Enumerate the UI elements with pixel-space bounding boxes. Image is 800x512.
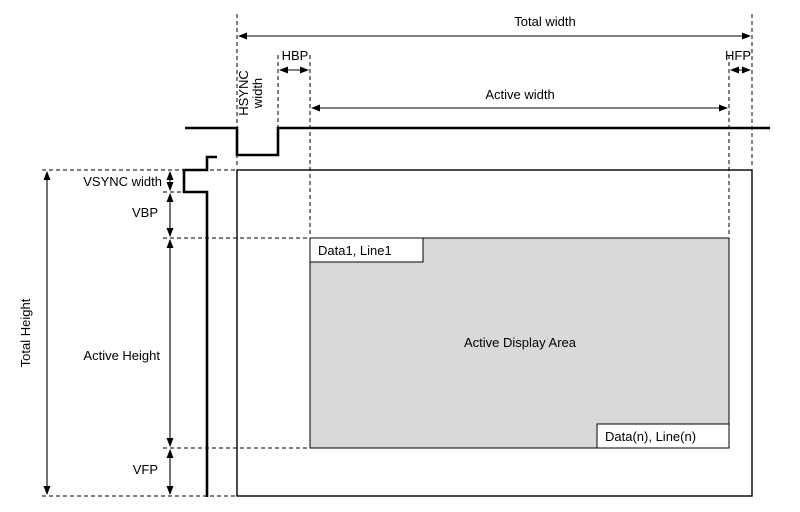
vbp-label: VBP xyxy=(132,205,158,220)
hsync-width-label-line1: HSYNC xyxy=(236,70,251,116)
total-width-label: Total width xyxy=(514,14,575,29)
total-height-label: Total Height xyxy=(18,298,33,367)
first-data-label: Data1, Line1 xyxy=(318,243,392,258)
total-frame-outline xyxy=(236,169,753,497)
first-data-box xyxy=(309,237,424,263)
last-data-label: Data(n), Line(n) xyxy=(605,429,696,444)
hsync-waveform xyxy=(185,126,770,157)
vsync-width-label: VSYNC width xyxy=(83,174,162,189)
hsync-width-label-line2: width xyxy=(250,78,265,109)
dimension-arrows xyxy=(43,32,751,495)
active-display-area xyxy=(309,237,730,449)
active-height-label: Active Height xyxy=(83,348,160,363)
active-area-label: Active Display Area xyxy=(464,335,577,350)
last-data-box xyxy=(596,423,730,449)
vfp-label: VFP xyxy=(133,462,158,477)
hfp-label: HFP xyxy=(725,48,751,63)
active-width-label: Active width xyxy=(485,87,554,102)
vsync-waveform xyxy=(182,155,217,497)
hbp-label: HBP xyxy=(282,48,309,63)
